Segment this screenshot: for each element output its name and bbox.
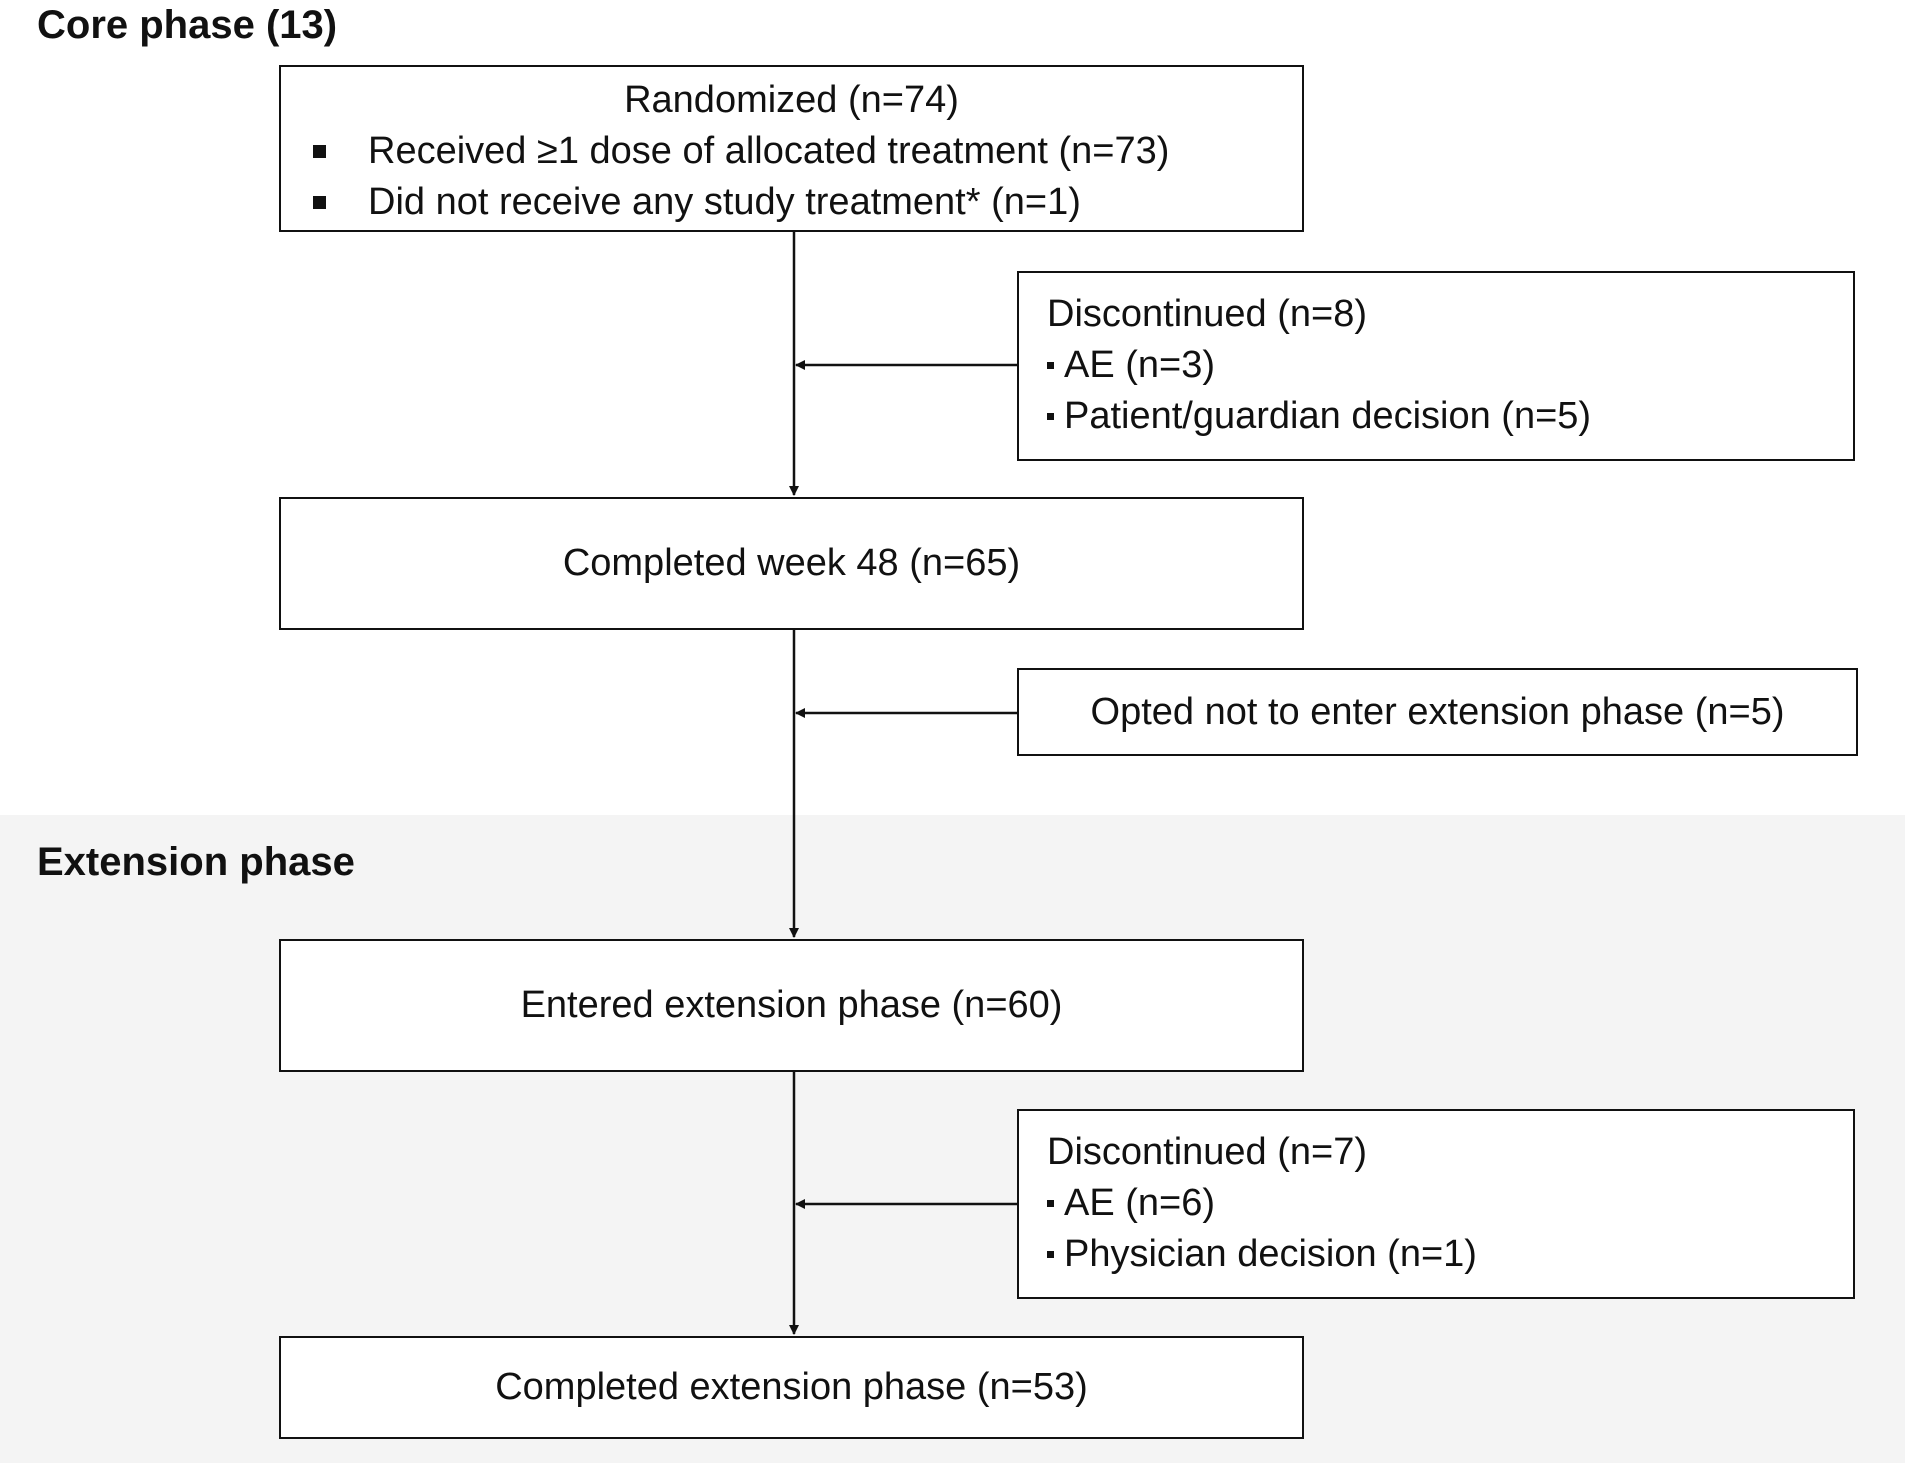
bullet-icon	[1047, 1251, 1054, 1258]
discontinued-core-item-ae: AE (n=3)	[1047, 340, 1853, 391]
randomized-item-received: Received ≥1 dose of allocated treatment …	[313, 126, 1302, 177]
completed-week48-box: Completed week 48 (n=65)	[279, 497, 1304, 630]
bullet-icon	[313, 145, 326, 158]
bullet-icon	[1047, 413, 1054, 420]
core-phase-label: Core phase (13)	[37, 3, 338, 47]
randomized-item-text: Did not receive any study treatment* (n=…	[368, 181, 1081, 223]
bullet-icon	[313, 196, 326, 209]
opted-not-text: Opted not to enter extension phase (n=5)	[1090, 690, 1785, 733]
discontinued-ext-item-text: Physician decision (n=1)	[1064, 1233, 1477, 1275]
discontinued-ext-item-ae: AE (n=6)	[1047, 1178, 1853, 1229]
bullet-icon	[1047, 362, 1054, 369]
randomized-box: Randomized (n=74) Received ≥1 dose of al…	[279, 65, 1304, 232]
discontinued-ext-title: Discontinued (n=7)	[1047, 1131, 1368, 1173]
entered-extension-box: Entered extension phase (n=60)	[279, 939, 1304, 1072]
discontinued-core-title: Discontinued (n=8)	[1047, 293, 1368, 335]
randomized-item-text: Received ≥1 dose of allocated treatment …	[368, 130, 1170, 172]
randomized-item-not-received: Did not receive any study treatment* (n=…	[313, 177, 1302, 228]
completed-extension-text: Completed extension phase (n=53)	[495, 1366, 1088, 1408]
discontinued-core-box: Discontinued (n=8) AE (n=3) Patient/guar…	[1017, 271, 1855, 461]
extension-phase-label: Extension phase	[37, 840, 355, 884]
discontinued-ext-item-text: AE (n=6)	[1064, 1182, 1216, 1224]
discontinued-ext-box: Discontinued (n=7) AE (n=6) Physician de…	[1017, 1109, 1855, 1299]
discontinued-core-item-text: AE (n=3)	[1064, 344, 1216, 386]
randomized-title: Randomized (n=74)	[624, 79, 959, 121]
discontinued-core-item-text: Patient/guardian decision (n=5)	[1064, 395, 1592, 437]
discontinued-ext-item-physician: Physician decision (n=1)	[1047, 1229, 1853, 1280]
opted-not-box: Opted not to enter extension phase (n=5)	[1017, 668, 1858, 756]
entered-extension-text: Entered extension phase (n=60)	[520, 984, 1063, 1026]
discontinued-core-item-decision: Patient/guardian decision (n=5)	[1047, 391, 1853, 442]
bullet-icon	[1047, 1200, 1054, 1207]
completed-extension-box: Completed extension phase (n=53)	[279, 1336, 1304, 1439]
completed-week48-text: Completed week 48 (n=65)	[562, 542, 1021, 584]
